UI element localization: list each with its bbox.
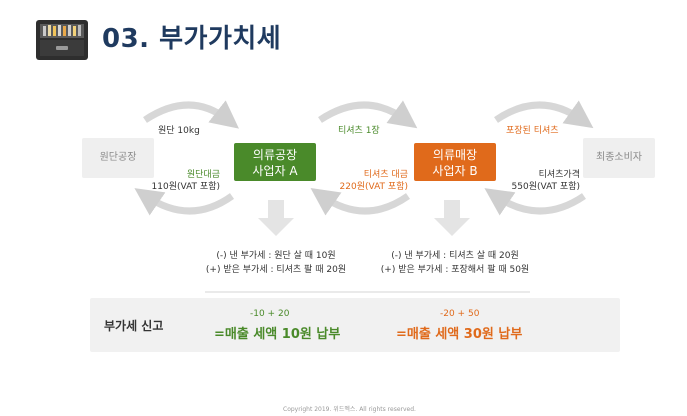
label-tshirt-goods: 티셔츠 1장 <box>338 126 380 136</box>
fabric-payment-amount: 110원(VAT 포함) <box>151 182 220 192</box>
page-title: 03. 부가가치세 <box>102 24 282 54</box>
filing-a-result: =매출 세액 10원 납부 <box>214 327 341 342</box>
vat-note-a: (-) 낸 부가세 : 원단 살 때 10원 (+) 받은 부가세 : 티셔츠 … <box>196 249 356 277</box>
label-fabric-goods: 원단 10kg <box>158 126 200 136</box>
arrow-tshirt-payment <box>310 187 411 216</box>
node-clothing-store-b: 의류매장 사업자 B <box>414 143 496 181</box>
label-packaged-goods: 포장된 티셔츠 <box>506 126 559 136</box>
retail-payment-amount: 550원(VAT 포함) <box>511 182 580 192</box>
vat-note-b-received: (+) 받은 부가세 : 포장해서 팔 때 50원 <box>380 265 530 275</box>
arrow-fabric-goods <box>143 100 239 129</box>
node-a-line1: 의류공장 <box>252 148 298 162</box>
filing-b-result: =매출 세액 30원 납부 <box>396 327 523 342</box>
filing-a-calc: -10 + 20 <box>250 309 290 319</box>
node-b-line1: 의류매장 <box>432 148 478 162</box>
file-cabinet-icon <box>34 16 90 62</box>
tshirt-payment-title: 티셔츠 대금 <box>363 170 408 180</box>
arrow-fabric-payment <box>134 188 235 216</box>
arrow-retail-payment <box>484 188 586 216</box>
down-arrow-a <box>258 200 294 236</box>
node-consumer: 최종소비자 <box>583 138 655 178</box>
arrow-tshirt-goods <box>318 100 418 129</box>
label-retail-payment: 티셔츠가격 550원(VAT 포함) <box>500 169 580 193</box>
node-garment-factory-a: 의류공장 사업자 A <box>234 143 316 181</box>
retail-payment-title: 티셔츠가격 <box>538 170 580 180</box>
arrow-packaged-goods <box>494 100 594 129</box>
tshirt-payment-amount: 220원(VAT 포함) <box>339 182 408 192</box>
node-fabric-factory: 원단공장 <box>82 138 154 178</box>
down-arrow-b <box>434 200 470 236</box>
copyright-footer: Copyright 2019. 위드멕스. All rights reserve… <box>283 406 416 413</box>
vat-note-a-received: (+) 받은 부가세 : 티셔츠 팔 때 20원 <box>205 265 347 275</box>
fabric-payment-title: 원단대금 <box>186 170 220 180</box>
node-a-line2: 사업자 A <box>252 164 298 178</box>
label-tshirt-payment: 티셔츠 대금 220원(VAT 포함) <box>324 169 408 193</box>
vat-filing-label: 부가세 신고 <box>104 319 164 333</box>
vat-filing-panel <box>90 298 620 352</box>
vat-note-a-paid: (-) 낸 부가세 : 원단 살 때 10원 <box>216 251 336 261</box>
vat-note-b: (-) 낸 부가세 : 티셔츠 살 때 20원 (+) 받은 부가세 : 포장해… <box>372 249 538 277</box>
filing-b-calc: -20 + 50 <box>440 309 480 319</box>
vat-note-b-paid: (-) 낸 부가세 : 티셔츠 살 때 20원 <box>391 251 519 261</box>
node-b-line2: 사업자 B <box>432 164 478 178</box>
label-fabric-payment: 원단대금 110원(VAT 포함) <box>146 169 220 193</box>
